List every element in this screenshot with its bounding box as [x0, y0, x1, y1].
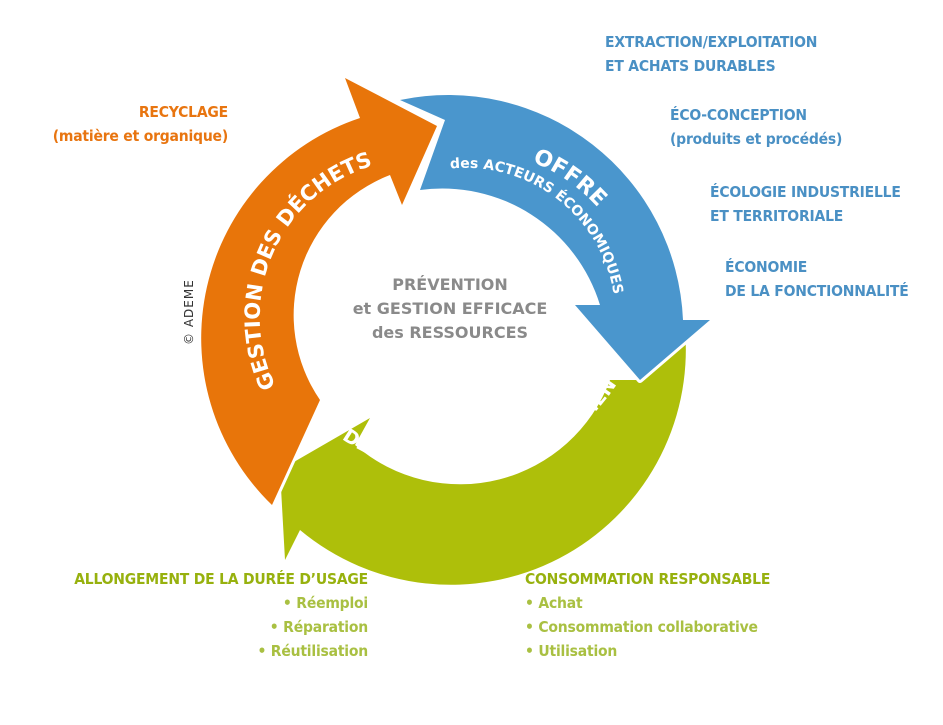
- center-line-1: PRÉVENTION: [392, 275, 508, 294]
- economic-offer-arrow: [397, 92, 713, 383]
- responsible-consumption-item: • Utilisation: [525, 642, 618, 660]
- consumer-demand-arrow: [277, 327, 689, 588]
- offer-item-industrial-ecology: ÉCOLOGIE INDUSTRIELLE ET TERRITORIALE: [710, 180, 901, 228]
- recycling-title: RECYCLAGE: [138, 103, 228, 121]
- offer-item-extraction: EXTRACTION/EXPLOITATION ET ACHATS DURABL…: [605, 30, 817, 78]
- usage-extension-item: • Réparation: [269, 618, 368, 636]
- usage-extension-block: ALLONGEMENT DE LA DURÉE D’USAGE • Réempl…: [74, 567, 368, 663]
- offer-item-line: (produits et procédés): [670, 130, 843, 148]
- offer-item-line: DE LA FONCTIONNALITÉ: [725, 282, 909, 300]
- center-line-3: des RESSOURCES: [372, 323, 528, 342]
- waste-management-arrow: [198, 75, 440, 508]
- offer-item-functionality-economy: ÉCONOMIE DE LA FONCTIONNALITÉ: [725, 255, 909, 303]
- center-line-2: et GESTION EFFICACE: [353, 299, 548, 318]
- offer-item-ecodesign: ÉCO-CONCEPTION (produits et procédés): [670, 103, 842, 151]
- usage-extension-title: ALLONGEMENT DE LA DURÉE D’USAGE: [74, 570, 368, 588]
- offer-item-line: ÉCO-CONCEPTION: [670, 106, 807, 124]
- usage-extension-item: • Réutilisation: [257, 642, 368, 660]
- responsible-consumption-item: • Consommation collaborative: [525, 618, 758, 636]
- responsible-consumption-title: CONSOMMATION RESPONSABLE: [525, 570, 771, 588]
- responsible-consumption-item: • Achat: [525, 594, 583, 612]
- offer-item-line: ÉCOLOGIE INDUSTRIELLE: [710, 183, 901, 201]
- offer-item-line: ÉCONOMIE: [725, 258, 808, 276]
- copyright-notice: © ADEME: [182, 279, 196, 345]
- offer-item-line: ET ACHATS DURABLES: [605, 57, 776, 75]
- usage-extension-item: • Réemploi: [282, 594, 368, 612]
- recycling-label: RECYCLAGE (matière et organique): [53, 100, 228, 148]
- responsible-consumption-block: CONSOMMATION RESPONSABLE • Achat • Conso…: [525, 567, 770, 663]
- offer-item-line: ET TERRITORIALE: [710, 207, 844, 225]
- recycling-subtitle: (matière et organique): [52, 127, 228, 145]
- offer-item-line: EXTRACTION/EXPLOITATION: [605, 33, 818, 51]
